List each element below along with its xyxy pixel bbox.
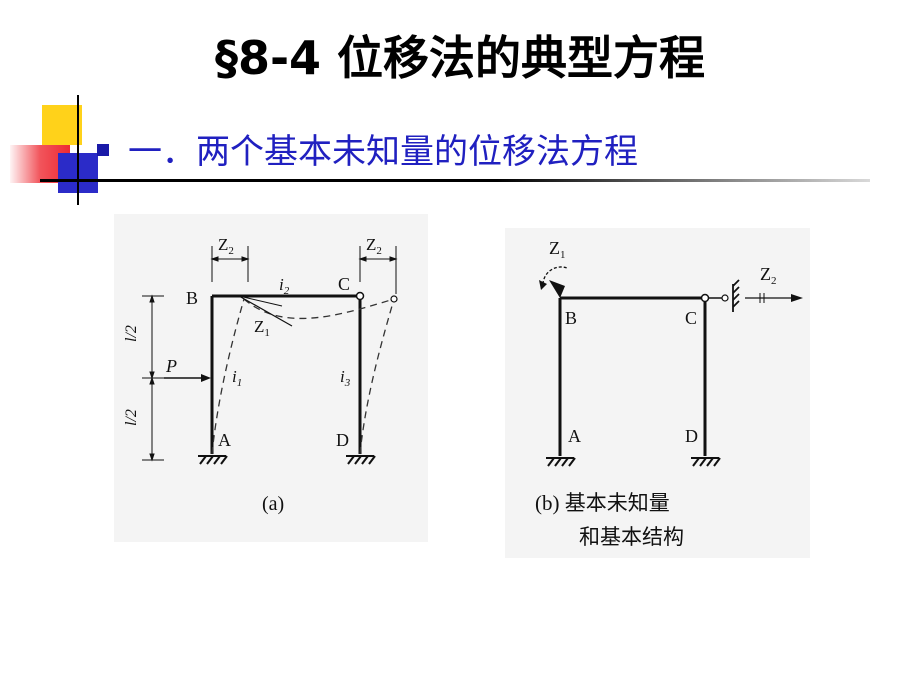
node-B-label: B: [186, 288, 198, 308]
node-D-label: D: [685, 426, 698, 446]
figure-b-panel: B C A D Z1 Z2 (b) 基本未知量 和基本结构: [505, 228, 810, 558]
node-A-label: A: [568, 426, 581, 446]
hinge-C: [700, 293, 710, 303]
z1-label: Z1: [549, 238, 566, 261]
z1-arrowhead: [539, 280, 547, 290]
z1-label: Z1: [254, 317, 270, 339]
i3-label: i3: [340, 367, 351, 389]
displaced-hinge: [390, 295, 398, 303]
i2-label: i2: [279, 275, 290, 297]
slide-title: §8-4 位移法的典型方程: [214, 31, 706, 85]
figure-a: B C A D Z2 Z2 Z1 i2 i1 i3 P l/2 l/2 (a): [123, 235, 398, 515]
horizontal-restraint: [732, 279, 740, 312]
i1-label: i1: [232, 367, 242, 389]
z2-arrowhead: [791, 294, 803, 302]
deflected-shape: [211, 298, 395, 455]
z2-left-label: Z2: [218, 235, 234, 257]
rotation-restraint-B: [549, 280, 565, 298]
node-A-label: A: [218, 430, 231, 450]
support-A: [198, 455, 228, 465]
node-D-label: D: [336, 430, 349, 450]
node-B-label: B: [565, 308, 577, 328]
heading-bullet: [97, 144, 109, 156]
dimension-z2-right: [358, 246, 398, 294]
decorative-squares: [10, 95, 98, 205]
dim-lower-label: l/2: [123, 409, 140, 426]
support-D: [691, 457, 721, 467]
figure-b-caption-line2: 和基本结构: [579, 525, 684, 549]
dim-upper-label: l/2: [123, 325, 140, 342]
z2-label: Z2: [760, 264, 777, 287]
z1-rotation-arc: [542, 266, 568, 285]
node-C-label: C: [338, 274, 350, 294]
figure-a-panel: B C A D Z2 Z2 Z1 i2 i1 i3 P l/2 l/2 (a): [114, 214, 428, 542]
heading-rule: [40, 179, 870, 182]
support-D: [346, 455, 376, 465]
z2-right-label: Z2: [366, 235, 382, 257]
figure-b-caption-line1: (b) 基本未知量: [535, 491, 670, 515]
node-C-label: C: [685, 308, 697, 328]
dimension-height: [142, 294, 164, 462]
figure-a-caption: (a): [262, 493, 284, 515]
dimension-z2-left: [210, 246, 250, 282]
hinge-C: [355, 291, 365, 301]
rotation-line: [238, 295, 293, 327]
figure-b: B C A D Z1 Z2 (b) 基本未知量 和基本结构: [535, 238, 803, 549]
rotation-line-2: [238, 295, 283, 307]
load-label: P: [165, 356, 177, 376]
deco-yellow-square: [42, 105, 82, 145]
section-heading: 一．两个基本未知量的位移法方程: [128, 132, 638, 172]
link-hinge: [721, 294, 729, 302]
load-arrowhead: [201, 374, 211, 382]
support-A: [546, 457, 576, 467]
